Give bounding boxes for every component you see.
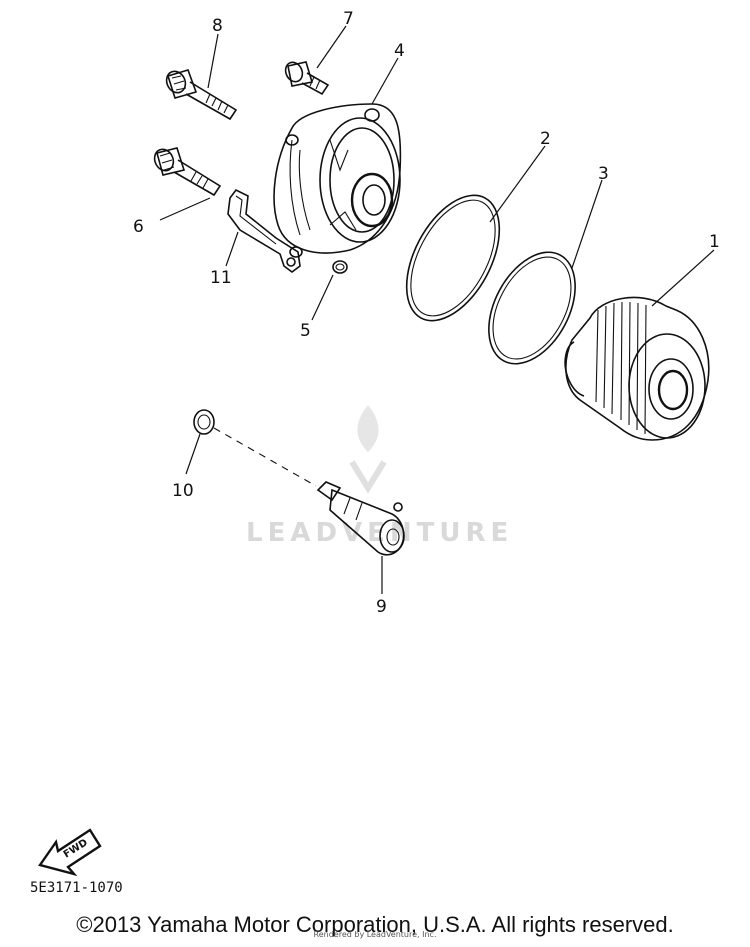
- bolt-7: [284, 25, 347, 96]
- callout-11: 11: [210, 268, 232, 288]
- callout-10: 10: [172, 481, 194, 501]
- oil-filter-element-1: [564, 249, 715, 441]
- callout-2: 2: [540, 129, 551, 149]
- fwd-arrow-icon: FWD: [38, 828, 102, 877]
- callout-3: 3: [598, 164, 609, 184]
- fwd-label: FWD: [62, 837, 90, 860]
- assembly-line: [213, 427, 317, 487]
- callout-7: 7: [343, 9, 354, 29]
- rendered-by-note: Rendered by LeadVenture, Inc.: [313, 930, 437, 939]
- bracket-11: [225, 188, 301, 273]
- watermark-text: LEADVENTURE: [246, 518, 513, 548]
- o-ring-2: [405, 145, 546, 322]
- washer-10: [185, 409, 215, 475]
- bolt-8: [165, 33, 238, 121]
- relief-valve-9: [316, 481, 405, 594]
- callout-8: 8: [212, 16, 223, 36]
- copyright-notice: ©2013 Yamaha Motor Corporation, U.S.A. A…: [76, 912, 674, 937]
- callout-5: 5: [300, 321, 311, 341]
- o-ring-5: [311, 260, 348, 321]
- leadventure-watermark: LEADVENTURE: [246, 405, 513, 548]
- bolt-6: [153, 147, 222, 221]
- callout-6: 6: [133, 217, 144, 237]
- callout-4: 4: [394, 41, 405, 61]
- callout-1: 1: [709, 232, 720, 252]
- callout-9: 9: [376, 597, 387, 617]
- part-code: 5E3171-1070: [30, 880, 123, 896]
- oil-filter-cover-4: [273, 57, 402, 258]
- o-ring-3: [488, 179, 603, 365]
